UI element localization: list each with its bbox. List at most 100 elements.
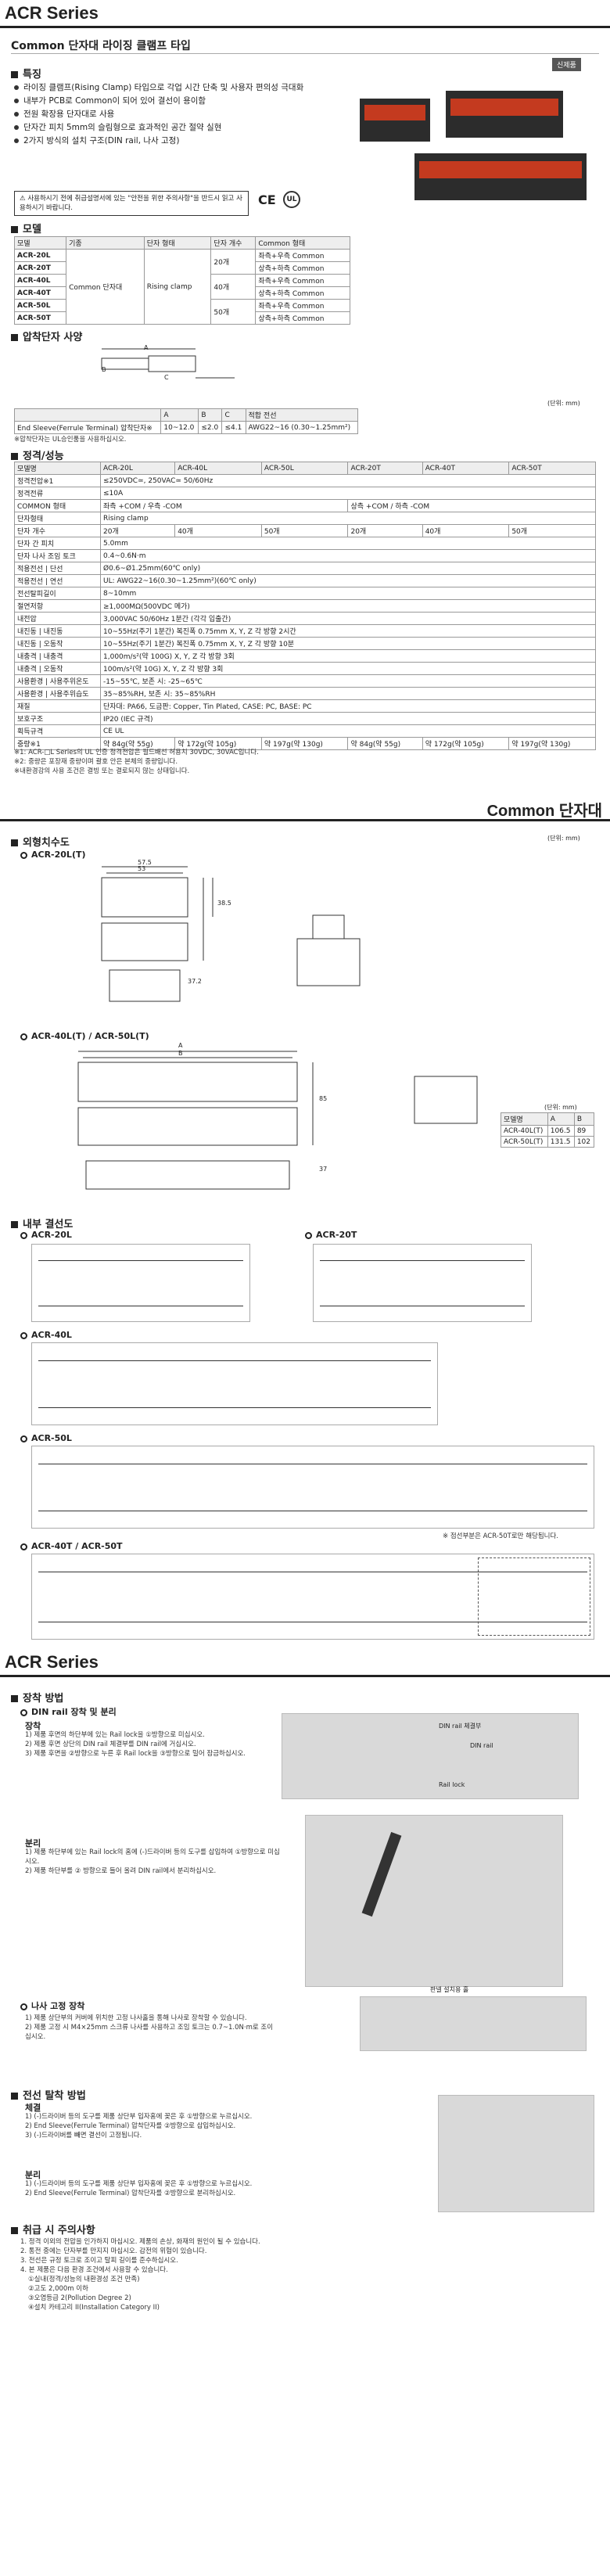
wiring-20t-diagram [313,1244,532,1322]
table-header: Common 형태 [255,236,350,250]
install-title: 장착 방법 [11,1690,63,1705]
screw-steps: 1) 제품 상단부의 커버에 위치한 고정 나사홀을 통해 나사로 장착할 수 … [25,2014,274,2041]
remove-label: 분리 [25,1838,41,1848]
square-icon [11,1221,18,1228]
series-title-2: ACR Series [5,1652,99,1672]
table-row: 사용환경 | 사용주위온도-15~55℃, 보존 시: -25~65℃ [14,674,596,688]
dim-label-85: 85 [319,1095,328,1102]
product-image-medium [446,91,563,138]
wiring-note: ※ 점선부분은 ACR-50T로만 해당됩니다. [443,1532,559,1540]
crimp-unit: (단위: mm) [547,400,580,407]
dimensions-title: 외형치수도 [11,834,70,849]
table-header: 모델 [13,236,67,250]
circle-icon [20,1708,27,1716]
din-remove-illustration [305,1815,563,1987]
common-header: Common 단자대 [0,796,610,821]
bullet-icon [14,125,19,130]
table-row: 정격전류≤10A [14,487,596,500]
wiring-40t50t-title: ACR-40T / ACR-50T [20,1541,123,1551]
square-icon [11,71,18,78]
warning-icon: ⚠ [20,195,28,203]
bullet-icon [14,112,19,117]
spec-note: ※내환경강의 사용 조건은 결빙 또는 결로되지 않는 상태입니다. [14,767,190,775]
circle-icon [20,1331,27,1339]
dim-label-38: 38.5 [217,900,231,907]
din-mount-illustration: DIN rail 체결부 DIN rail Rail lock [282,1713,579,1799]
product-photo [360,67,594,216]
ul-mark-icon: UL [283,191,300,208]
caution-item: ④설치 카테고리 II(Installation Category II) [28,2304,160,2312]
din-mount-label: DIN rail 체결부 [439,1723,482,1730]
connect-steps: 1) (-)드라이버 등의 도구를 제품 상단부 입자홈에 꽂은 후 ①방향으로… [25,2113,253,2139]
wire-illustration [438,2095,594,2212]
feature-item: 내부가 PCB로 Common이 되어 있어 결선이 용이함 [14,95,350,108]
bullet-icon [14,138,19,143]
table-header-row: 모델 기종 단자 형태 단자 개수 Common 형태 [13,236,350,250]
wiring-40l-title: ACR-40L [20,1330,72,1340]
series-header: ACR Series [0,0,610,28]
table-row: End Sleeve(Ferrule Terminal) 압착단자※10~12.… [13,421,359,434]
feature-item: 전원 확장용 단자대로 사용 [14,108,350,121]
dim-label-57: 57.5 [138,859,152,866]
circle-icon [20,1543,27,1550]
square-icon [11,453,18,460]
spec-note: ※2: 중량은 포장재 중량이며 괄호 안은 본체의 중량입니다. [14,758,178,766]
square-icon [11,2093,18,2100]
model-a-title: ACR-20L(T) [20,850,86,860]
din-title: DIN rail 장착 및 분리 [20,1705,117,1718]
wiring-50l-diagram [31,1446,594,1529]
caution-title: 취급 시 주의사항 [11,2222,95,2236]
wiring-50l-title: ACR-50L [20,1433,72,1443]
table-header: 단자 형태 [143,236,212,250]
wiring-20l-title: ACR-20L [20,1230,72,1240]
dim-a-label: A [144,344,149,351]
table-row: 정격전압※1≤250VDC≃, 250VAC≃ 50/60Hz [14,474,596,487]
caution-item: ②고도 2,000m 이하 [28,2285,88,2293]
dim-drawing-20 [101,866,361,1002]
remove-steps: 1) 제품 하단부에 있는 Rail lock의 홈에 (-)드라이버 등의 도… [25,1848,280,1875]
dim-c-label: C [164,374,169,381]
square-icon [11,839,18,846]
series-title: ACR Series [5,3,99,23]
common-header-title: Common 단자대 [486,803,602,820]
connect-label: 체결 [25,2103,41,2113]
crimp-title: 압착단자 사양 [11,329,82,343]
circle-icon [20,1033,27,1040]
table-header: 단자 개수 [210,236,257,250]
dimensions-unit: (단위: mm) [547,835,580,842]
caution-item: 4. 본 제품은 다음 환경 조건에서 사용할 수 있습니다. [20,2266,168,2274]
caution-list: 1. 정격 이외의 전압을 인가하지 마십시오. 제품의 손상, 화재의 원인이… [20,2237,599,2312]
dim-b-label: B [102,366,106,373]
table-header: 기종 [66,236,145,250]
bullet-icon [14,99,19,103]
crimp-note: ※압착단자는 UL승인품을 사용하십시오. [14,436,127,444]
safety-warning: ⚠ 사용하시기 전에 취급설명서에 있는 "안전을 위한 주의사항"을 반드시 … [14,191,249,216]
square-icon [11,334,18,341]
new-badge: 신제품 [552,58,581,71]
dim-label-37: 37 [319,1166,328,1173]
feature-item: 라이징 클램프(Rising Clamp) 타입으로 각업 시간 단축 및 사용… [14,81,350,95]
